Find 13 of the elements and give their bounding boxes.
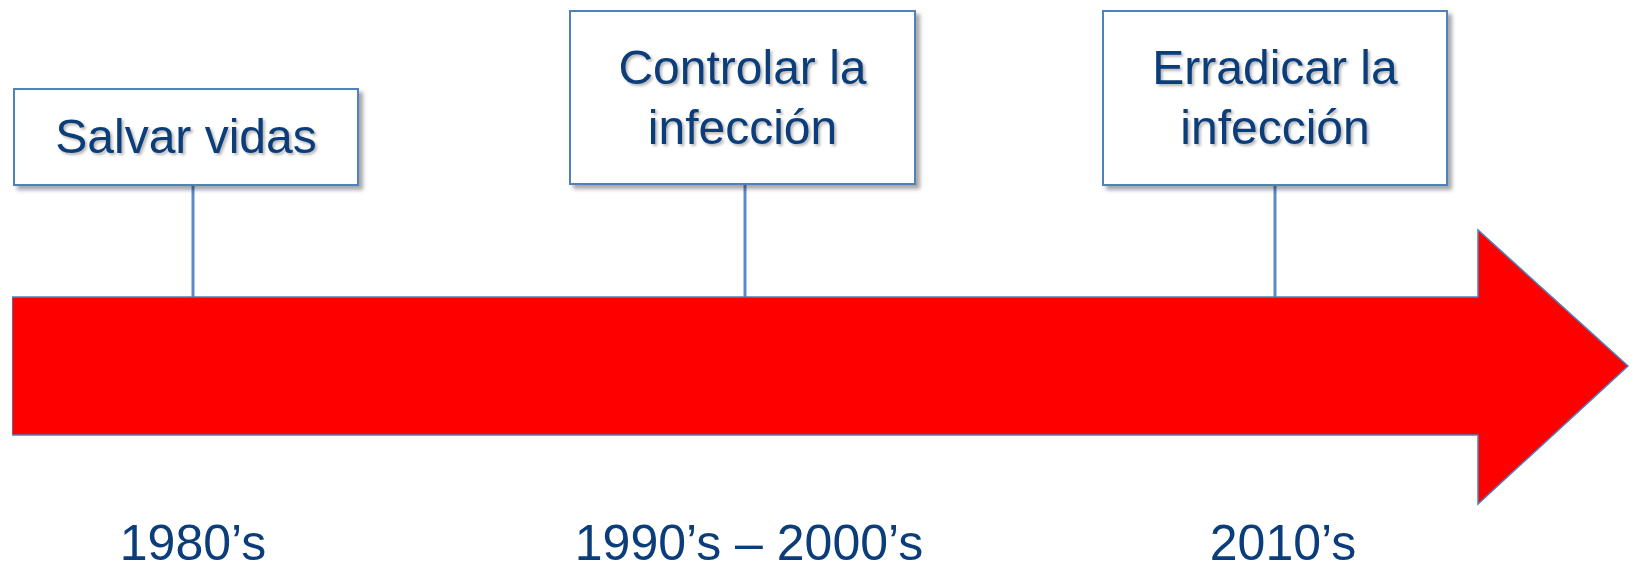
decade-label: 2010’s	[1209, 514, 1357, 567]
milestone-box	[13, 88, 359, 186]
decade-label: 1980’s	[119, 514, 267, 567]
milestone-box	[1102, 10, 1448, 186]
leader-line	[743, 185, 747, 297]
leader-line	[191, 186, 195, 297]
milestone-label: Erradicar la infección	[1151, 40, 1399, 156]
milestone-box	[569, 10, 916, 185]
milestone-label: Controlar la infección	[617, 39, 868, 156]
milestone-label: Salvar vidas	[55, 109, 317, 165]
leader-line	[1273, 186, 1277, 297]
timeline-arrow	[12, 228, 1630, 506]
decade-label: 1990’s – 2000’s	[574, 514, 924, 567]
